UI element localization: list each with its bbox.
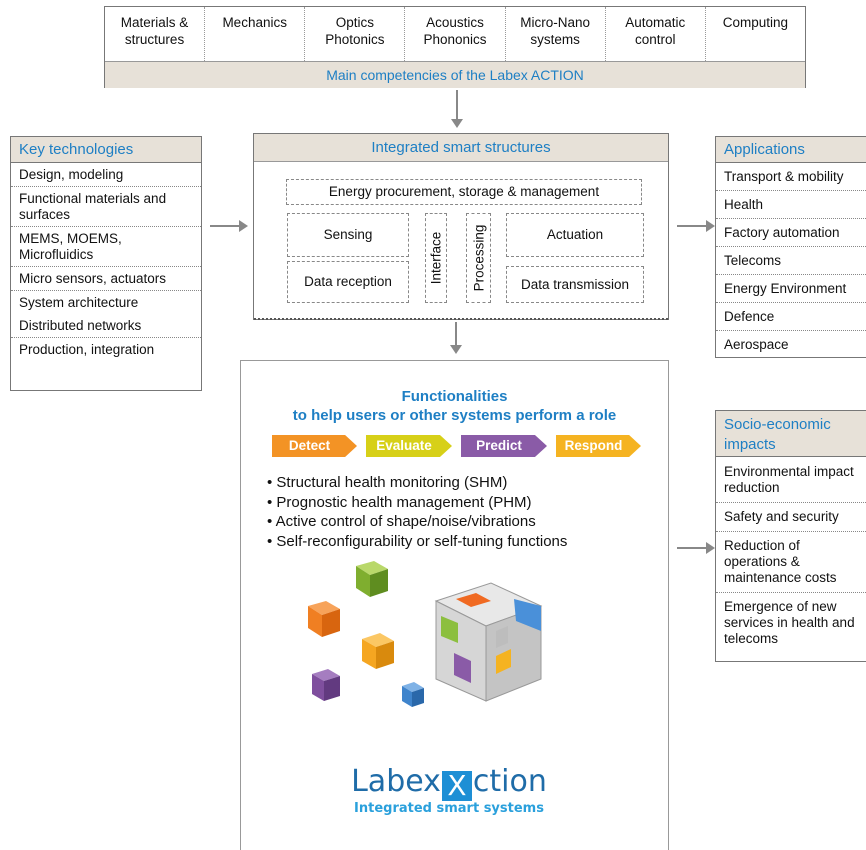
applications-box: Applications Transport & mobility Health… [715,136,866,358]
small-cube-blue [402,682,424,707]
competency-mechanics: Mechanics [205,7,306,61]
application-item: Defence [716,303,866,331]
application-item: Health [716,191,866,219]
competency-acoustics: Acoustics Phononics [405,7,506,61]
key-tech-item: System architecture [19,295,139,310]
functionalities-title: Functionalities to help users or other s… [241,387,668,425]
interface-box: Interface [425,213,447,303]
functionalities-box: Functionalities to help users or other s… [240,360,669,850]
functionality-item: Prognostic health management (PHM) [267,493,567,513]
functionality-item: Active control of shape/noise/vibrations [267,512,567,532]
socio-economic-title: Socio-economic impacts [716,411,866,457]
functionalities-list: Structural health monitoring (SHM) Progn… [267,473,568,552]
socio-item: Safety and security [716,503,866,532]
arrow-right-1 [210,220,248,232]
step-predict: Predict [461,435,547,457]
competency-micro-nano: Micro-Nano systems [506,7,606,61]
actuation-box: Actuation [506,213,644,257]
key-tech-item: Design, modeling [11,163,201,187]
integrated-structures-title: Integrated smart structures [254,134,668,162]
data-transmission-box: Data transmission [506,266,644,303]
key-tech-item: MEMS, MOEMS, Microfluidics [11,227,201,267]
logo-pre: Labex [351,764,441,799]
competencies-footer: Main competencies of the Labex ACTION [105,61,805,88]
small-cube-purple [312,669,340,701]
application-item: Factory automation [716,219,866,247]
socio-economic-box: Socio-economic impacts Environmental imp… [715,410,866,662]
functionality-item: Structural health monitoring (SHM) [267,473,567,493]
competency-materials: Materials & structures [105,7,206,61]
step-respond: Respond [556,435,641,457]
processing-label: Processing [471,224,486,292]
arrow-right-3 [677,542,715,554]
arrow-down-1 [451,90,463,128]
big-cube [434,582,543,702]
socio-item: Emergence of new services in health and … [724,599,855,646]
energy-box: Energy procurement, storage & management [286,179,642,205]
competency-computing: Computing [722,15,789,30]
small-cube-orange [308,601,340,637]
processing-box: Processing [466,213,491,303]
application-item: Transport & mobility [716,163,866,191]
application-item: Telecoms [716,247,866,275]
competencies-box: Materials & structures Mechanics Optics … [104,6,806,88]
small-cube-green [356,561,388,597]
competencies-row: Materials & structures Mechanics Optics … [105,7,805,61]
logo-post: ction [472,764,547,799]
socio-item: Reduction of operations & maintenance co… [716,532,866,593]
key-tech-item: Micro sensors, actuators [11,267,201,291]
applications-title: Applications [716,137,866,163]
competency-optics: Optics Photonics [305,7,406,61]
logo-x: X [441,771,472,801]
step-detect: Detect [272,435,357,457]
cubes-illustration [308,561,543,707]
functionalities-title-line1: Functionalities [401,388,508,405]
interface-label: Interface [428,231,444,285]
step-evaluate: Evaluate [366,435,452,457]
key-technologies-box: Key technologies Design, modeling Functi… [10,136,202,391]
arrow-down-2 [450,322,462,354]
integrated-structures-content: Energy procurement, storage & management… [254,162,668,320]
application-item: Energy Environment [716,275,866,303]
integrated-structures-box: Integrated smart structures Energy procu… [253,133,669,320]
logo-subtitle: Integrated smart systems [354,801,544,816]
small-cube-yellow [362,633,394,669]
key-tech-item: Production, integration [19,342,155,357]
functionality-item: Self-reconfigurability or self-tuning fu… [267,532,567,552]
data-reception-box: Data reception [287,261,409,303]
competency-automatic-control: Automatic control [606,7,706,61]
functionalities-title-line2: to help users or other systems perform a… [292,407,617,424]
arrow-right-2 [677,220,715,232]
sensing-box: Sensing [287,213,409,257]
key-tech-item: Functional materials and surfaces [11,187,201,227]
key-tech-item: Distributed networks [11,314,201,338]
socio-item: Environmental impact reduction [716,457,866,503]
application-item: Aerospace [724,337,789,352]
key-technologies-title: Key technologies [11,137,201,163]
